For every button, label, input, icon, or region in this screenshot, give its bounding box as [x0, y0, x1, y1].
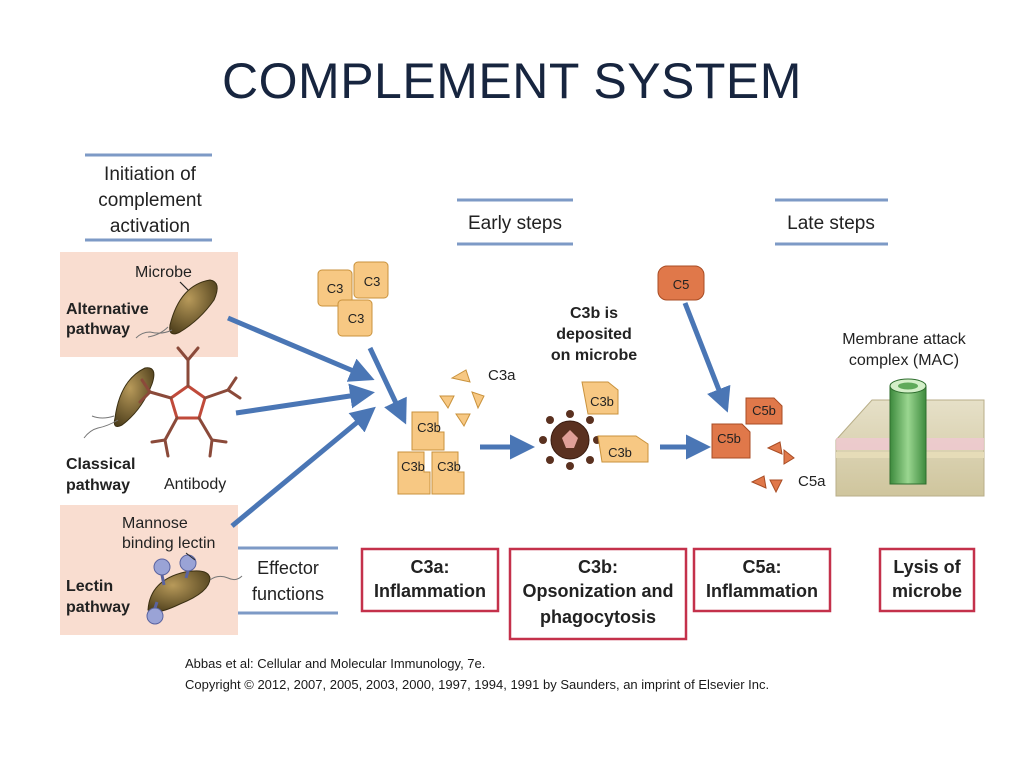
c3b-label: C3b	[608, 445, 632, 460]
effect-lysis-line-1: Lysis of	[893, 557, 961, 577]
effect-c3b: C3b: Opsonization and phagocytosis	[508, 547, 688, 641]
early-steps-label: Early steps	[468, 213, 562, 234]
mac-illustration: Membrane attack complex (MAC)	[835, 331, 985, 497]
antibody-label: Antibody	[164, 476, 226, 493]
late-steps-header: Late steps	[775, 198, 888, 246]
lectin-name-1: Lectin	[66, 578, 113, 595]
effect-c3b-desc-1: Opsonization and	[523, 581, 674, 601]
microbe-icon	[135, 279, 218, 339]
effect-c5a-title: C5a:	[742, 557, 781, 577]
c5-molecule: C5	[657, 265, 705, 301]
deposited-line-3: on microbe	[551, 347, 637, 364]
classical-name-1: Classical	[66, 456, 135, 473]
microbe-icon	[83, 367, 155, 439]
effect-lysis-line-2: microbe	[892, 581, 962, 601]
c3-label: C3	[327, 281, 344, 296]
c3b-label: C3b	[417, 420, 441, 435]
c3b-deposited: C3b is deposited on microbe C3b C3b	[539, 305, 649, 470]
effect-c5a-desc: Inflammation	[706, 581, 818, 601]
antibody-icon	[138, 346, 242, 458]
c5a-label: C5a	[798, 473, 826, 490]
deposited-line-1: C3b is	[570, 305, 618, 322]
mannose-label-2: binding lectin	[122, 535, 215, 552]
c5b-label: C5b	[717, 431, 741, 446]
classical-pathway: Classical pathway Antibody	[66, 346, 242, 494]
effect-c5a: C5a: Inflammation	[692, 547, 832, 613]
c5b-label: C5b	[752, 403, 776, 418]
c3b-cluster: C3b C3b C3b	[397, 411, 465, 495]
lectin-name-2: pathway	[66, 599, 130, 616]
initiation-line-3: activation	[110, 216, 190, 237]
c3b-label: C3b	[401, 459, 425, 474]
initiation-header: Initiation of complement activation	[85, 153, 212, 242]
effect-c3b-desc-2: phagocytosis	[540, 607, 656, 627]
classical-arrow	[235, 383, 375, 416]
alternative-arrow	[227, 315, 375, 382]
lectin-arrow	[230, 406, 376, 528]
c3a-fragments: C3a	[439, 367, 516, 427]
effect-c3a-desc: Inflammation	[374, 581, 486, 601]
credit-copyright: Copyright © 2012, 2007, 2005, 2003, 2000…	[185, 677, 770, 692]
c3-arrow	[367, 346, 407, 425]
alternative-pathway: Microbe Alternative pathway	[66, 264, 218, 339]
initiation-line-2: complement	[98, 190, 202, 211]
c3-molecules: C3 C3 C3	[317, 261, 389, 337]
credit-citation: Abbas et al: Cellular and Molecular Immu…	[185, 656, 486, 671]
alternative-name-1: Alternative	[66, 301, 149, 318]
mannose-label-1: Mannose	[122, 515, 188, 532]
classical-name-2: pathway	[66, 477, 130, 494]
initiation-line-1: Initiation of	[104, 164, 197, 185]
deposited-line-2: deposited	[556, 326, 632, 343]
c3a-label: C3a	[488, 367, 516, 384]
effect-c3a: C3a: Inflammation	[360, 547, 500, 613]
page-title: COMPLEMENT SYSTEM	[222, 53, 802, 109]
lectin-pathway: Mannose binding lectin Lectin pathway	[66, 515, 243, 625]
c5-arrow	[682, 302, 731, 413]
c3-label: C3	[364, 274, 381, 289]
microbe-icon	[539, 410, 601, 470]
c5-label: C5	[673, 277, 690, 292]
c5b-cluster: C5b C5b C5a	[711, 397, 826, 494]
effect-lysis: Lysis of microbe	[878, 547, 976, 613]
effector-line-1: Effector	[257, 558, 319, 578]
effector-line-2: functions	[252, 584, 324, 604]
c3b-label: C3b	[437, 459, 461, 474]
lectin-icon	[146, 554, 197, 625]
c3b-label: C3b	[590, 394, 614, 409]
late-steps-label: Late steps	[787, 213, 875, 234]
mac-line-2: complex (MAC)	[849, 352, 959, 369]
effect-c3b-title: C3b:	[578, 557, 618, 577]
effector-header: Effector functions	[238, 546, 338, 615]
effect-c3a-title: C3a:	[410, 557, 449, 577]
early-steps-header: Early steps	[457, 198, 573, 246]
alternative-name-2: pathway	[66, 321, 130, 338]
pathway-arrows	[227, 302, 731, 528]
c3-label: C3	[348, 311, 365, 326]
microbe-label: Microbe	[135, 264, 192, 281]
mac-line-1: Membrane attack	[842, 331, 967, 348]
